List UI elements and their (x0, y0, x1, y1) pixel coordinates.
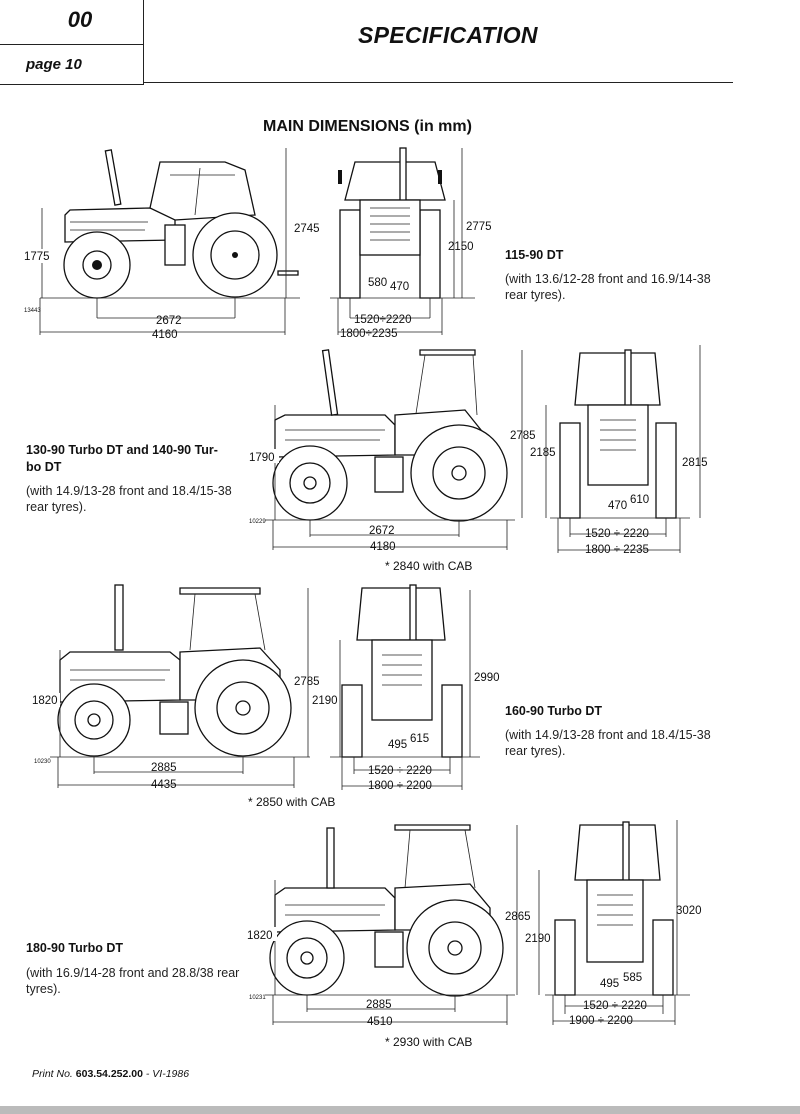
dim-track-front: 1520 ÷ 2220 (585, 528, 649, 540)
dim-height-total: 2745 (294, 223, 320, 235)
dim-clearance-b: 470 (390, 281, 409, 293)
dim-length: 4510 (367, 1016, 393, 1028)
dim-wheelbase: 2672 (156, 315, 182, 327)
model-name-180-90: 180-90 Turbo DT (26, 941, 124, 955)
dim-track-rear: 1800÷2235 (340, 328, 397, 340)
diagram-180-90-front: 2865 2190 3020 495 585 1520 ÷ 2220 1900 … (505, 820, 702, 1027)
model-note-130-90: (with 14.9/13-28 front and 18.4/15-38 re… (26, 484, 232, 514)
dim-height-total: 2865 (505, 911, 531, 923)
dim-length: 4180 (370, 541, 396, 553)
header-rule (143, 82, 733, 83)
dim-height-frame: 2190 (312, 695, 338, 707)
dim-height-right: 2815 (682, 457, 708, 469)
dim-clearance-a: 470 (608, 500, 627, 512)
model-name-115-90: 115-90 DT (505, 248, 564, 262)
dim-track-rear: 1900 ÷ 2200 (569, 1015, 633, 1027)
page-number: page 10 (26, 56, 82, 73)
dim-height-total: 2775 (466, 221, 492, 233)
footer-print-info: Print No. 603.54.252.00 - VI-1986 (32, 1068, 190, 1080)
drawing-ref: 13443 (24, 308, 41, 314)
dim-track-front: 1520÷2220 (354, 314, 411, 326)
dim-wheelbase: 2885 (151, 762, 177, 774)
drawing-ref: 10230 (34, 759, 51, 765)
dim-height-total: 2785 (294, 676, 320, 688)
dim-clearance-b: 610 (630, 494, 649, 506)
dim-height-total: 2785 (510, 430, 536, 442)
section-heading: MAIN DIMENSIONS (in mm) (263, 118, 472, 135)
header-box (0, 0, 144, 85)
dim-height-front: 1820 (247, 930, 273, 942)
dim-height-front: 1775 (24, 251, 50, 263)
model-note-180-90: (with 16.9/14-28 front and 28.8/38 rear … (26, 966, 240, 996)
scan-edge (0, 1106, 800, 1114)
diagram-160-90-front: 2785 2190 2990 495 615 1520 ÷ 2220 1800 … (294, 584, 500, 792)
dim-length: 4160 (152, 329, 178, 341)
diagram-160-90-side: 1820 2885 4435 10230 (30, 584, 310, 791)
diagram-115-90-side: 1775 2745 2672 4160 13443 (22, 148, 320, 341)
diagram-115-90-front: 2775 2150 580 470 1520÷2220 1800÷2235 (330, 147, 492, 340)
drawing-ref: 10229 (249, 519, 266, 525)
cab-note-180-90: * 2930 with CAB (385, 1035, 473, 1049)
section-number: 00 (67, 7, 93, 32)
dim-wheelbase: 2885 (366, 999, 392, 1011)
model-note-115-90: (with 13.6/12-28 front and 16.9/14-38 re… (505, 272, 711, 302)
dim-height-frame: 2185 (530, 447, 556, 459)
dim-clearance-b: 615 (410, 733, 429, 745)
drawing-ref: 10231 (249, 995, 266, 1001)
dim-track-rear: 1800 ÷ 2200 (368, 780, 432, 792)
dim-height-front: 1790 (249, 452, 275, 464)
diagram-130-90-side: 1790 2672 4180 10229 (247, 349, 515, 553)
diagram-130-90-front: 2785 2185 2815 470 610 1520 ÷ 2220 1800 … (510, 345, 708, 556)
model-name-160-90: 160-90 Turbo DT (505, 704, 603, 718)
dim-clearance-a: 495 (600, 978, 619, 990)
dim-track-front: 1520 ÷ 2220 (368, 765, 432, 777)
dim-height-right: 3020 (676, 905, 702, 917)
dim-clearance-a: 580 (368, 277, 387, 289)
dim-height-right: 2990 (474, 672, 500, 684)
dim-length: 4435 (151, 779, 177, 791)
dim-height-frame: 2190 (525, 933, 551, 945)
dim-height-front: 1820 (32, 695, 58, 707)
diagram-180-90-side: 1820 2885 4510 10231 (245, 824, 515, 1028)
dim-track-rear: 1800 ÷ 2235 (585, 544, 649, 556)
dim-wheelbase: 2672 (369, 525, 395, 537)
page-title: SPECIFICATION (358, 22, 538, 48)
model-name-130-90-140-90: 130-90 Turbo DT and 140-90 Tur-bo DT (26, 443, 218, 474)
cab-note-160-90: * 2850 with CAB (248, 795, 336, 809)
model-note-160-90: (with 14.9/13-28 front and 18.4/15-38 re… (505, 728, 711, 758)
dim-clearance-a: 495 (388, 739, 407, 751)
dim-clearance-b: 585 (623, 972, 642, 984)
cab-note-130-90: * 2840 with CAB (385, 559, 473, 573)
dim-height-cab: 2150 (448, 241, 474, 253)
header-divider (0, 44, 143, 45)
dim-track-front: 1520 ÷ 2220 (583, 1000, 647, 1012)
